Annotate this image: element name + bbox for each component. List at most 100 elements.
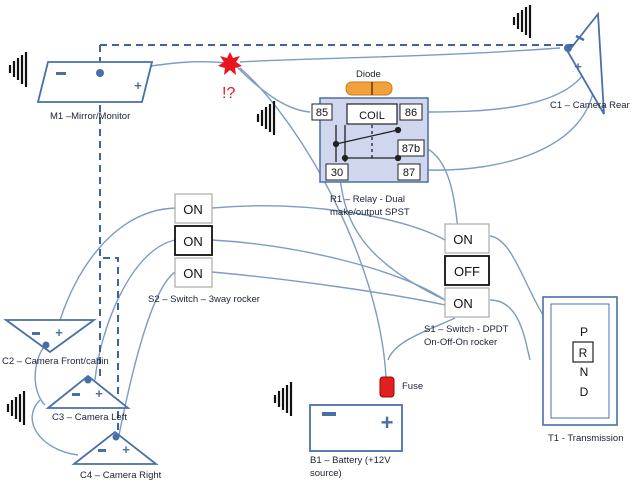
camera-right: + C4 – Camera Right [71, 430, 162, 481]
camera-right-connector [112, 433, 120, 441]
camera-left-connector [84, 376, 92, 384]
fault-indicator: !? [218, 52, 242, 102]
s1-position-3-label: ON [453, 296, 473, 311]
relay-pin-87 [397, 163, 421, 181]
transmission-label: T1 - Transmission [548, 433, 624, 444]
diode-icon [345, 81, 393, 96]
camera-rear-neg-terminal [575, 34, 585, 42]
camera-left-pos-terminal: + [95, 386, 103, 401]
wire-junction-to-camera-rear [239, 47, 561, 63]
battery-label-line2: source) [310, 468, 342, 479]
mirror-pos-terminal: + [134, 78, 142, 93]
wire-s2-to-s1-b [211, 239, 446, 301]
switch-s2: ON ON ON S2 – Switch – 3way rocker [148, 193, 260, 305]
relay-label-line1: R1 – Relay - Dual [330, 194, 405, 205]
wire-relay87-to-camera-rear [427, 79, 596, 171]
relay-coil-label: COIL [359, 110, 385, 122]
s1-rocker-1[interactable]: ON [444, 223, 490, 254]
camera-left-body [45, 374, 131, 409]
camera-rear-body [566, 11, 605, 115]
signal-icon-relay [256, 101, 276, 135]
fuse: Fuse [379, 376, 423, 398]
camera-right-label: C4 – Camera Right [80, 470, 162, 481]
wire-fuse-to-s1 [387, 317, 456, 361]
s1-position-1-label: ON [453, 232, 473, 247]
wire-relay87b-to-s1 [425, 147, 459, 231]
diode-label: Diode [356, 69, 381, 80]
wire-s2-to-camera-left [94, 239, 176, 381]
transmission-inner [550, 303, 610, 419]
battery-label-line1: B1 – Battery (+12V [310, 455, 391, 466]
gear-n: N [580, 365, 589, 379]
wires [31, 47, 596, 456]
camera-rear-connector [564, 44, 572, 52]
camera-right-neg-terminal [98, 449, 106, 452]
fuse-icon [379, 376, 395, 398]
switch-s1: ON OFF ON S1 – Switch - DPDT On-Off-On r… [424, 223, 509, 348]
s1-rocker-3[interactable]: ON [444, 287, 490, 318]
relay-pin-86 [399, 103, 423, 121]
wire-s2-to-camera-right [117, 271, 176, 441]
s2-rocker-3[interactable]: ON [174, 257, 213, 288]
camera-front-label: C2 – Camera Front/cabin [2, 356, 109, 367]
wire-s2-to-s1-a [211, 205, 446, 241]
wire-cameras-ground [31, 399, 79, 456]
relay-pin-85 [311, 103, 333, 121]
battery: + B1 – Battery (+12V source) [309, 404, 403, 479]
camera-rear-pos-terminal: + [574, 59, 582, 74]
camera-front-neg-terminal [32, 332, 40, 335]
gear-d: D [580, 385, 589, 399]
wire-relay86-to-camera-rear [427, 71, 586, 113]
wire-junction-to-relay85 [235, 65, 311, 113]
relay-pin-85-label: 85 [316, 107, 328, 119]
camera-left: + C3 – Camera Left [45, 374, 131, 423]
relay-pin-86-label: 86 [405, 107, 417, 119]
transmission: P R N D T1 - Transmission [542, 296, 624, 444]
mirror-video-connector [96, 69, 104, 77]
camera-left-neg-terminal [72, 393, 80, 396]
signal-icon-camera-rear [512, 5, 532, 38]
camera-rear: + C1 – Camera Rear [550, 11, 630, 115]
switch-s1-label-line1: S1 – Switch - DPDT [424, 324, 509, 335]
s2-position-1-label: ON [183, 202, 203, 217]
gear-indicator-box [572, 341, 594, 363]
relay-pin-30 [325, 163, 349, 181]
camera-front-body [3, 319, 97, 354]
relay-coil [346, 103, 398, 125]
signal-icon-battery [273, 382, 293, 416]
gear-r: R [579, 346, 588, 360]
gear-p: P [580, 325, 588, 339]
relay-pin-87b [397, 139, 425, 157]
s1-position-2-label: OFF [454, 264, 480, 279]
dashed-line-right-camera [103, 257, 119, 440]
relay: Diode COIL 85 86 87b 30 87 R1 – Relay - … [311, 69, 429, 218]
s2-position-2-label: ON [183, 234, 203, 249]
battery-pos-terminal: + [381, 410, 394, 435]
mirror-body [36, 61, 154, 103]
relay-label-line2: make/output SPST [330, 207, 410, 218]
mirror-neg-terminal [56, 72, 66, 75]
s1-rocker-2[interactable]: OFF [444, 255, 490, 286]
relay-contacts [332, 125, 402, 162]
relay-pin-87b-label: 87b [402, 143, 420, 155]
mirror-label: M1 –Mirror/Monitor [50, 111, 130, 122]
s2-rocker-1[interactable]: ON [174, 193, 213, 224]
camera-left-label: C3 – Camera Left [52, 412, 127, 423]
relay-pin-30-label: 30 [331, 167, 343, 179]
camera-right-body [71, 430, 159, 465]
signal-icon-mirror [8, 52, 28, 87]
battery-neg-terminal [322, 412, 336, 416]
wire-s2-to-s1-c [211, 271, 446, 306]
camera-front-pos-terminal: + [55, 325, 63, 340]
camera-right-pos-terminal: + [122, 442, 130, 457]
mirror-monitor: + M1 –Mirror/Monitor [36, 61, 154, 122]
wire-junction-to-fuse [239, 67, 387, 379]
wire-s1-to-transmission-b [489, 299, 531, 361]
s2-position-3-label: ON [183, 266, 203, 281]
switch-s2-label: S2 – Switch – 3way rocker [148, 294, 260, 305]
s2-rocker-2[interactable]: ON [174, 225, 213, 256]
fault-star-icon [218, 52, 242, 75]
fault-question-mark: !? [222, 85, 235, 102]
camera-front-connector [42, 341, 50, 349]
